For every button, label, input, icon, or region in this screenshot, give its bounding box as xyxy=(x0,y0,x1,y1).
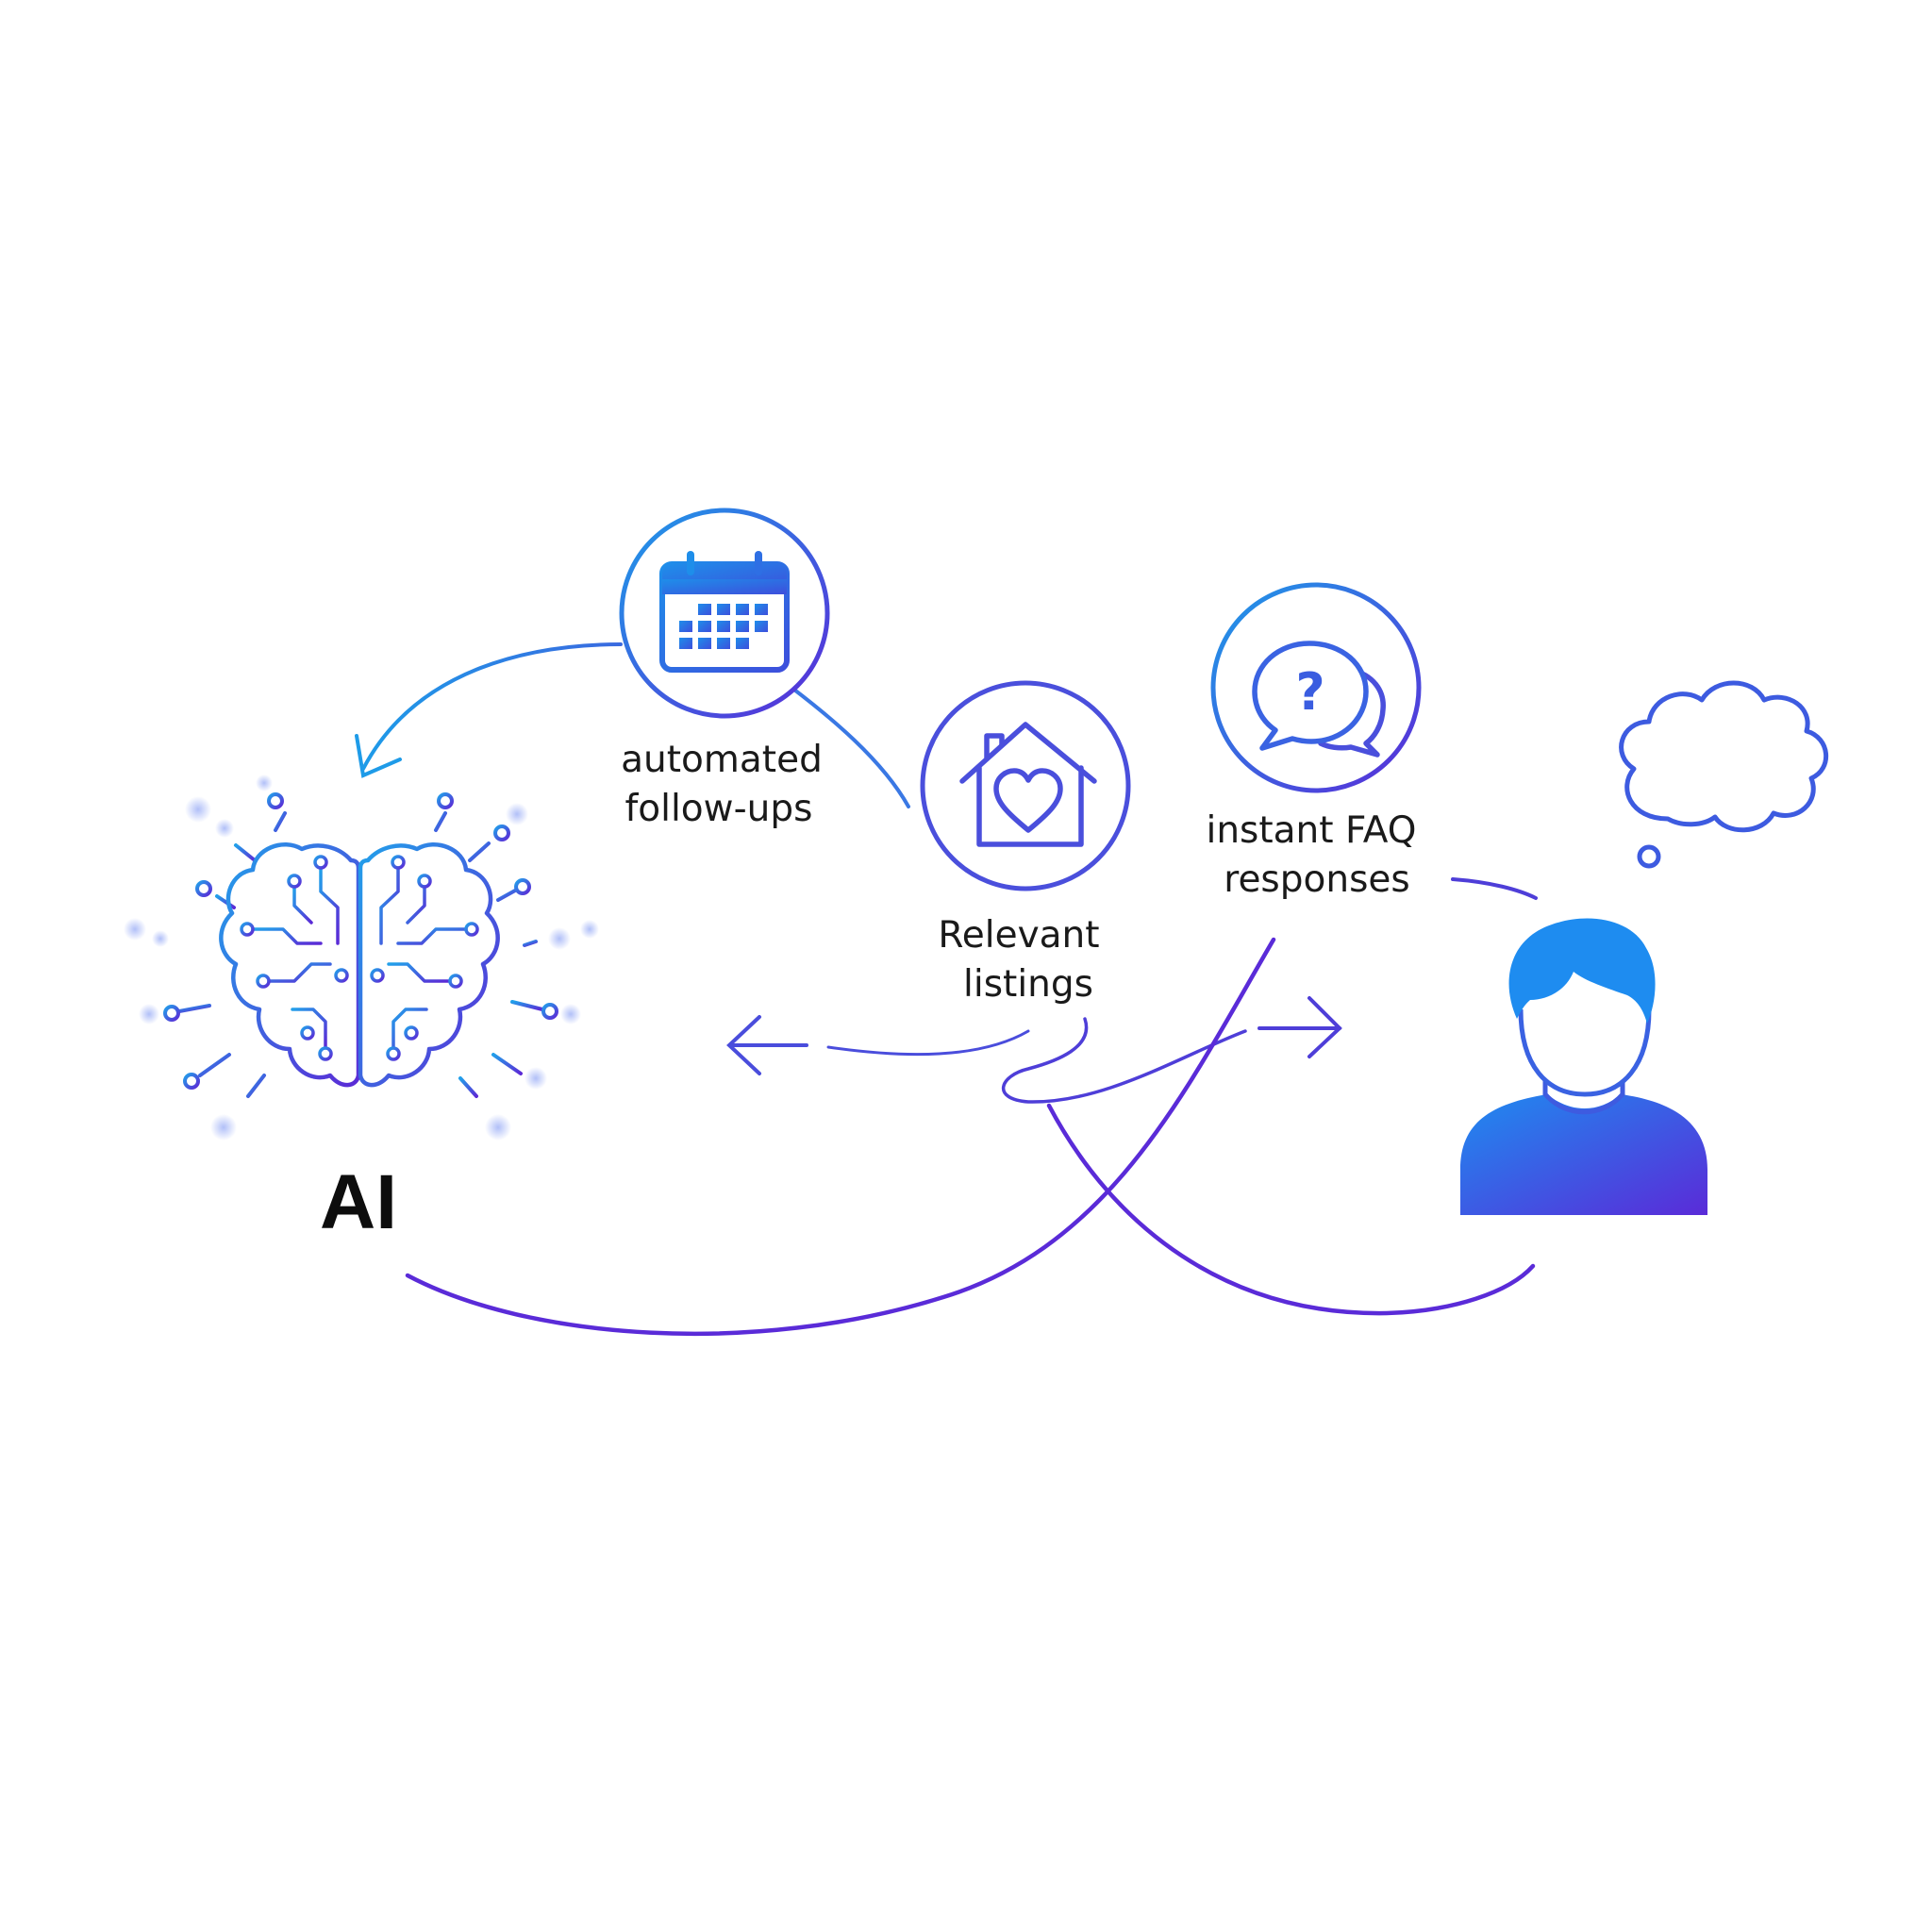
connectors xyxy=(355,642,1538,1337)
faq-to-user-line xyxy=(1451,877,1538,900)
swirl-loop xyxy=(1002,1017,1247,1104)
ai-bottom-loop xyxy=(405,937,1276,1337)
node-followups: automated follow-ups xyxy=(619,508,830,830)
house-heart-icon xyxy=(959,722,1097,847)
followups-label-line1: automated xyxy=(621,739,823,781)
person-body xyxy=(1460,1094,1707,1215)
brain-radial-lines xyxy=(163,792,558,1098)
brain-glow-dots xyxy=(124,774,599,1141)
followups-label-line2: follow-ups xyxy=(625,788,813,830)
brain-circuit-icon xyxy=(124,774,599,1141)
left-arrow-head xyxy=(726,1015,761,1075)
listings-label-line2: listings xyxy=(963,963,1093,1006)
brain-hemispheres xyxy=(219,842,500,1088)
followups-arrowhead xyxy=(355,734,402,778)
faq-label-line2: responses xyxy=(1224,858,1409,901)
thought-bubble-icon xyxy=(1619,680,1828,869)
faq-label-line1: instant FAQ xyxy=(1206,809,1416,852)
question-mark-icon: ? xyxy=(1295,662,1324,722)
node-faq: ? instant FAQ responses xyxy=(1206,582,1422,901)
calendar-icon xyxy=(659,551,790,673)
listings-circle xyxy=(920,680,1131,891)
chat-question-icon: ? xyxy=(1252,641,1386,758)
followups-to-ai-arc xyxy=(361,642,623,771)
node-listings: Relevant listings xyxy=(920,680,1131,1006)
person-hair xyxy=(1508,918,1656,1024)
listings-curve-to-left xyxy=(826,1029,1030,1057)
ai-label: AI xyxy=(320,1159,397,1245)
listings-label-line1: Relevant xyxy=(938,914,1099,957)
right-arrow-head xyxy=(1307,996,1342,1058)
person-icon xyxy=(1460,918,1707,1215)
followups-to-listings-line xyxy=(789,685,910,808)
brain-circuits xyxy=(240,855,479,1061)
user-bottom-loop xyxy=(1046,1103,1536,1316)
